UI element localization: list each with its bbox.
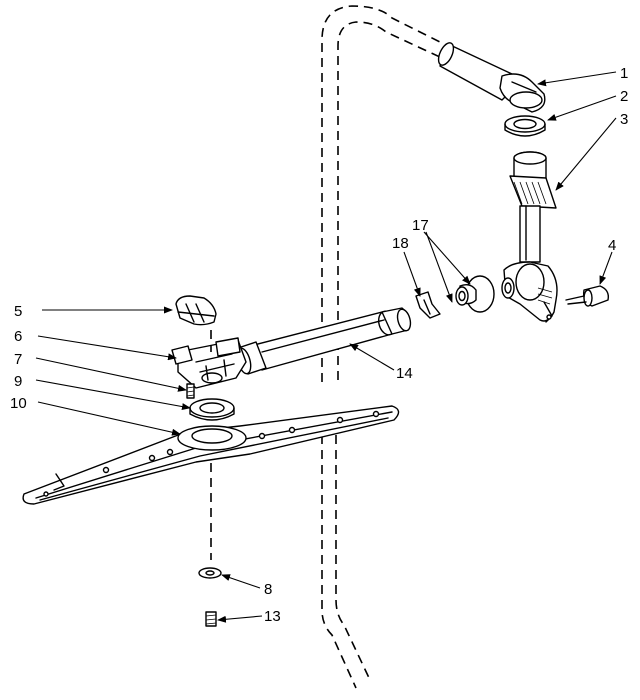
callout-labels: 1 2 3 4 5 6 7 9 10 8 13 14 17 18	[10, 65, 628, 625]
screw-13	[205, 611, 217, 627]
callout-6: 6	[14, 328, 22, 345]
callout-14: 14	[396, 365, 413, 382]
clip	[415, 291, 441, 319]
callout-5: 5	[14, 303, 22, 320]
hub-bracket	[171, 337, 247, 389]
callout-1: 1	[620, 65, 628, 82]
spray-arm	[22, 405, 400, 505]
callout-18: 18	[392, 235, 409, 252]
callout-2: 2	[620, 88, 628, 105]
grommet	[504, 115, 546, 137]
washer-8	[198, 567, 222, 579]
manifold	[501, 151, 558, 323]
callout-8: 8	[264, 581, 272, 598]
bearing-seal	[455, 275, 495, 313]
callout-7: 7	[14, 351, 22, 368]
plug-nut	[565, 285, 610, 307]
callout-17: 17	[412, 217, 429, 234]
callout-10: 10	[10, 395, 27, 412]
callout-13: 13	[264, 608, 281, 625]
leader-lines	[35, 71, 617, 623]
supply-tube	[321, 5, 449, 689]
cap	[175, 295, 217, 326]
callout-9: 9	[14, 373, 22, 390]
upper-tube-elbow	[437, 42, 546, 113]
washer-ring	[189, 398, 235, 421]
callout-3: 3	[620, 111, 628, 128]
screw-7	[186, 383, 195, 399]
callout-4: 4	[608, 237, 616, 254]
